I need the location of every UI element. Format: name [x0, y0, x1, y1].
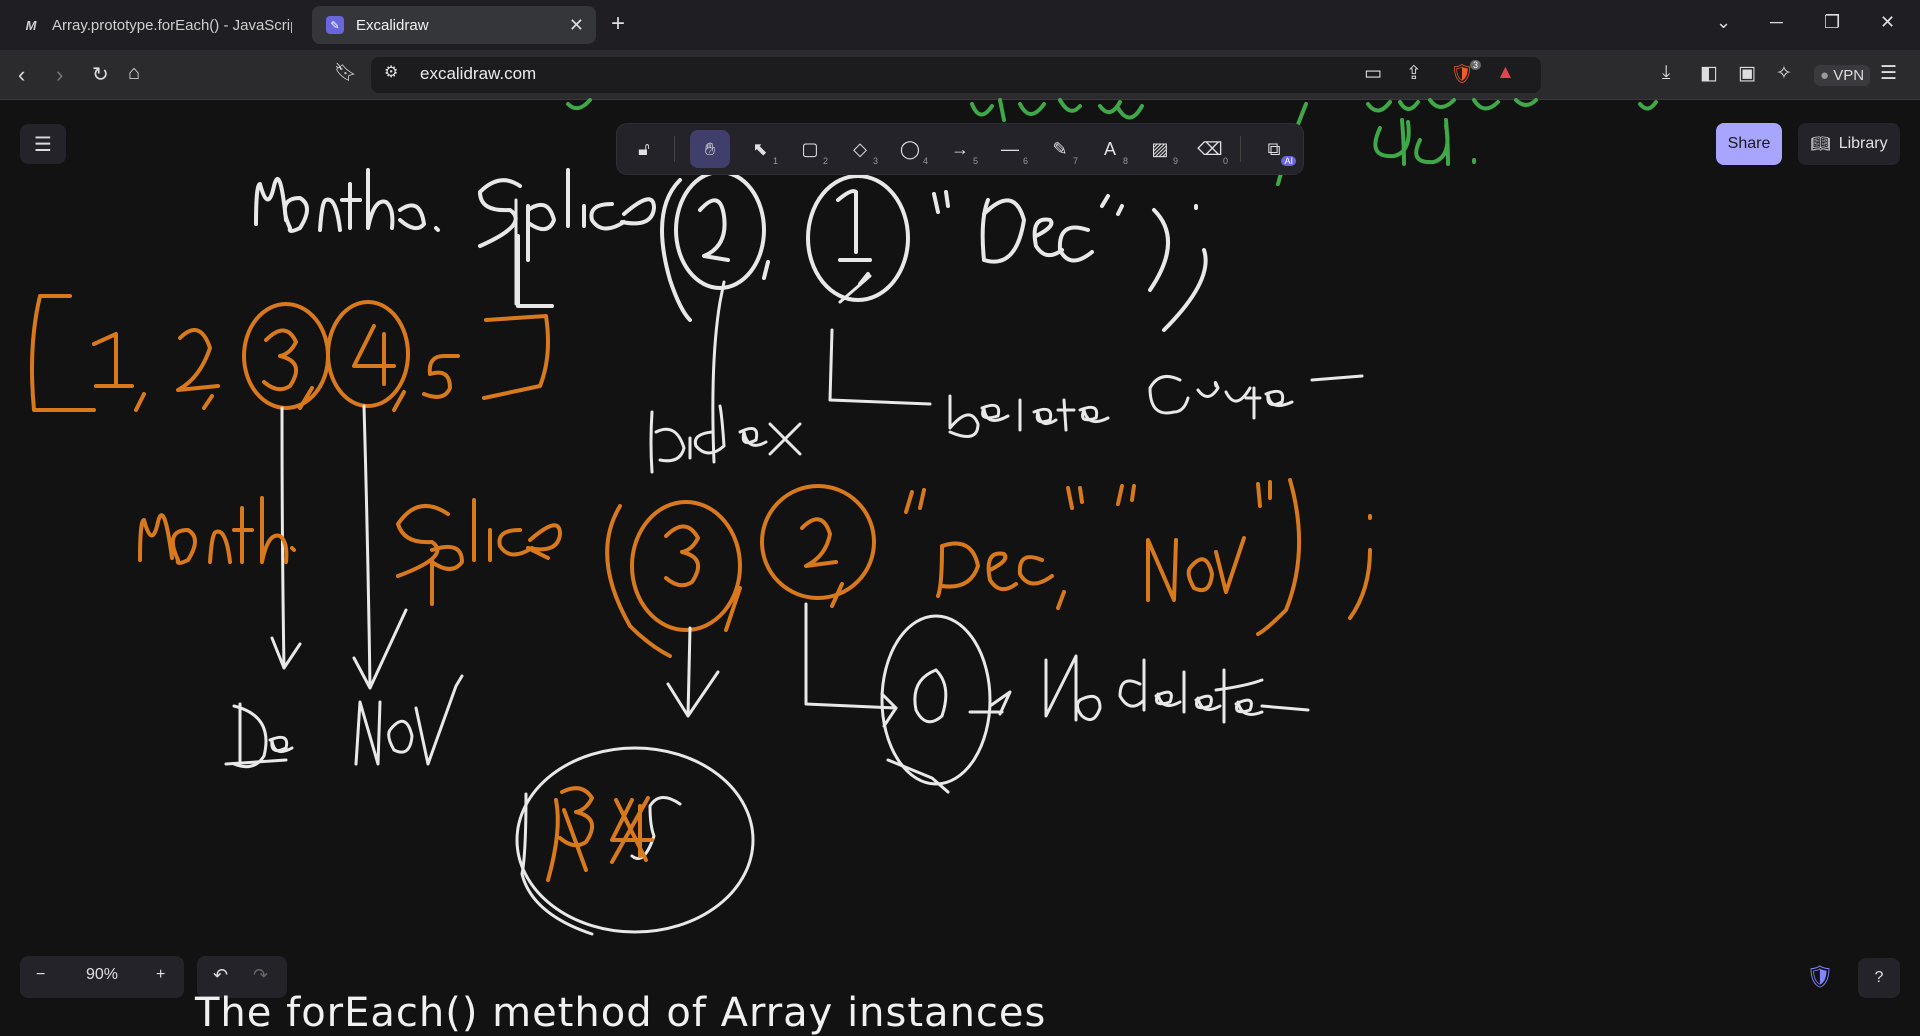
toolbar-divider: [674, 136, 675, 162]
mdn-favicon: M: [25, 17, 37, 33]
restore-button[interactable]: ❐: [1824, 12, 1841, 32]
share-button[interactable]: Share: [1716, 123, 1782, 165]
vpn-status-icon: ●: [1820, 67, 1830, 84]
shield-check-icon[interactable]: 🛡︎: [1806, 964, 1834, 989]
vpn-label: VPN: [1833, 67, 1865, 84]
tool-shortcut: 3: [872, 156, 878, 166]
array-literal: [30, 294, 550, 412]
toolbar-divider: [1240, 136, 1241, 162]
tab-bar: M Array.prototype.forEach() - JavaScrip …: [0, 0, 1920, 50]
splice-line-1: [254, 168, 1208, 332]
forward-button[interactable]: ›: [56, 62, 64, 87]
cursor-icon[interactable]: ⬉1: [752, 138, 778, 167]
hand-icon[interactable]: ✋︎: [690, 130, 730, 168]
undo-icon[interactable]: ↶: [213, 965, 229, 985]
pencil-icon[interactable]: ✎7: [1052, 138, 1078, 167]
result-diagrams: [515, 602, 1012, 936]
brave-rewards-icon[interactable]: ▲: [1496, 62, 1515, 83]
vpn-button[interactable]: ● VPN: [1814, 65, 1871, 86]
redo-icon[interactable]: ↷: [253, 965, 269, 985]
zoom-in-button[interactable]: +: [156, 966, 166, 983]
undo-redo-controls: ↶ ↷: [197, 956, 287, 998]
wallet-icon[interactable]: ▣: [1738, 63, 1756, 84]
splice-line-2: [138, 478, 1372, 658]
leo-ai-icon[interactable]: ✧: [1776, 63, 1792, 84]
ellipse-icon[interactable]: ◯4: [899, 138, 928, 167]
tool-shortcut: 8: [1122, 156, 1128, 166]
rectangle-icon[interactable]: ▢2: [801, 138, 828, 167]
green-annotations: [566, 98, 1658, 186]
tab-excalidraw[interactable]: ✎ Excalidraw ✕: [312, 6, 596, 44]
struck-values: [546, 786, 654, 882]
ai-badge: AI: [1281, 156, 1296, 166]
zoom-level[interactable]: 90%: [86, 966, 119, 983]
tab-title: Excalidraw: [356, 16, 429, 34]
tool-shortcut: 7: [1072, 156, 1078, 166]
help-button[interactable]: ?: [1858, 958, 1900, 998]
sidebar-icon[interactable]: ◧: [1700, 63, 1718, 84]
tab-search-icon[interactable]: ⌄: [1716, 12, 1732, 32]
zoom-out-button[interactable]: −: [36, 966, 46, 983]
arrow-icon[interactable]: →5: [951, 138, 978, 167]
arrows-and-labels: [224, 198, 1364, 769]
main-menu-button[interactable]: ☰: [20, 124, 66, 164]
library-button[interactable]: 📖︎ Library: [1798, 123, 1900, 165]
zoom-controls: − 90% +: [20, 956, 184, 998]
diamond-icon[interactable]: ◇3: [853, 138, 878, 167]
back-button[interactable]: ‹: [18, 62, 26, 87]
minimize-button[interactable]: ─: [1770, 12, 1783, 32]
url-text[interactable]: excalidraw.com: [420, 64, 537, 83]
tool-shortcut: 4: [922, 156, 928, 166]
home-button[interactable]: ⌂: [128, 62, 141, 84]
bookmark-icon[interactable]: 🔖︎: [334, 62, 357, 82]
close-tab-icon[interactable]: ✕: [568, 14, 584, 35]
canvas-text[interactable]: The forEach() method of Array instances: [195, 990, 1047, 1036]
reload-button[interactable]: ↻: [92, 64, 109, 86]
cast-icon[interactable]: ▭: [1364, 63, 1382, 84]
shapes-ai-icon[interactable]: ⧉AI: [1254, 130, 1296, 168]
lock-icon[interactable]: 🔓︎: [638, 138, 650, 159]
tab-title: Array.prototype.forEach() - JavaScrip: [52, 16, 292, 34]
tool-palette: [617, 124, 1303, 174]
download-icon[interactable]: ⤓: [1662, 62, 1671, 83]
tool-shortcut: 1: [772, 156, 778, 166]
tool-shortcut: 5: [972, 156, 978, 166]
tool-shortcut: 0: [1222, 156, 1228, 166]
book-icon: 📖︎: [1810, 136, 1831, 153]
tool-shortcut: 2: [822, 156, 828, 166]
image-icon[interactable]: ▨9: [1151, 138, 1178, 167]
eraser-icon[interactable]: ⌫0: [1197, 138, 1228, 167]
line-icon[interactable]: —6: [1001, 138, 1028, 167]
omnibox[interactable]: [371, 57, 1541, 93]
tab-mdn-foreach[interactable]: M Array.prototype.forEach() - JavaScrip: [8, 6, 308, 44]
new-tab-button[interactable]: +: [611, 10, 626, 37]
tool-shortcut: 6: [1022, 156, 1028, 166]
site-settings-icon[interactable]: ⚙: [384, 64, 399, 81]
browser-menu-icon[interactable]: ☰: [1880, 63, 1898, 84]
brave-shields-icon[interactable]: 🛡︎: [1450, 64, 1475, 85]
excalidraw-favicon: ✎: [326, 16, 344, 34]
close-window-button[interactable]: ✕: [1880, 12, 1896, 32]
tool-shortcut: 9: [1172, 156, 1178, 166]
drawing-canvas[interactable]: [0, 101, 1920, 1020]
library-label: Library: [1838, 135, 1888, 152]
share-page-icon[interactable]: ⇪: [1406, 63, 1422, 84]
brave-badge: 3: [1470, 60, 1482, 70]
